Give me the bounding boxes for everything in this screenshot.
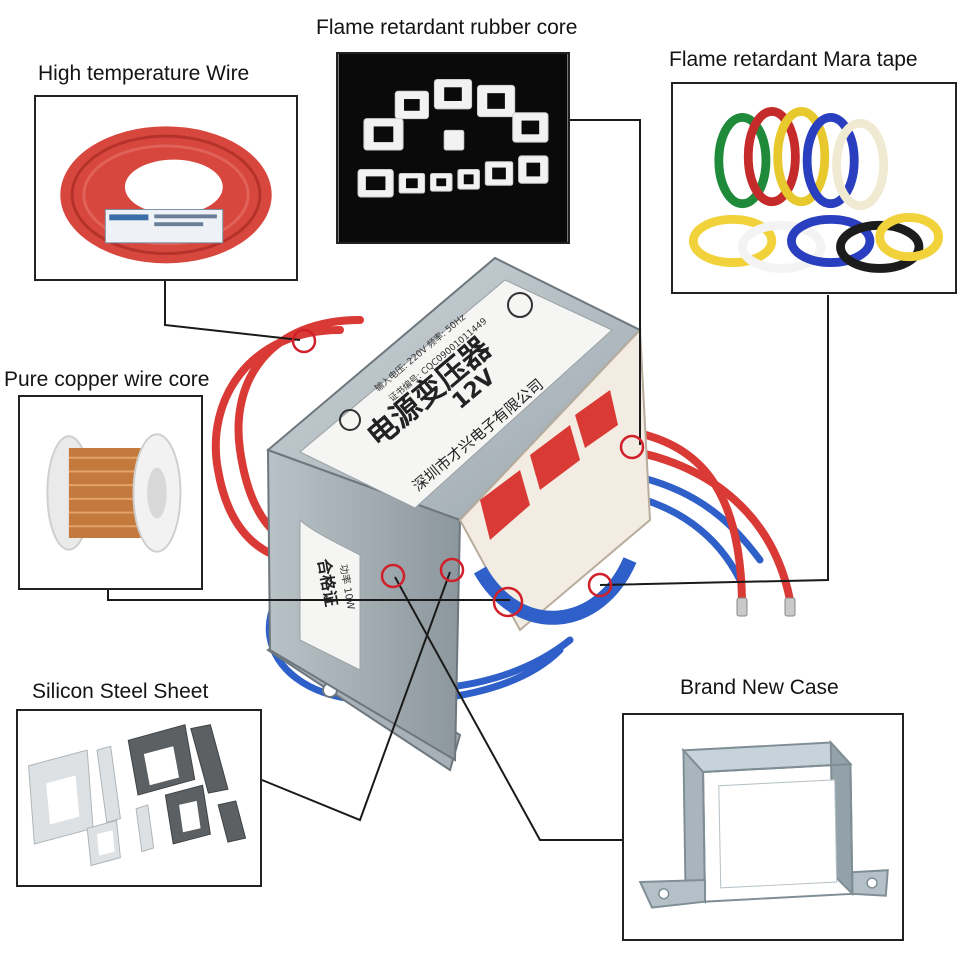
panel-high-temp-wire	[34, 95, 298, 281]
wire-tips	[736, 597, 796, 617]
leader-lines	[107, 119, 829, 841]
rubber-core-image	[338, 54, 568, 242]
panel-case	[622, 713, 904, 941]
panel-copper-core	[18, 395, 203, 590]
label-copper-core: Pure copper wire core	[4, 368, 210, 391]
leader-rubber-core	[570, 119, 641, 445]
bobbin-red-winding	[480, 390, 618, 540]
metal-case-image	[624, 715, 902, 939]
copper-spool-image	[20, 397, 201, 588]
cqc-mark-icon	[507, 292, 533, 318]
silicon-steel-image	[18, 711, 260, 885]
leader-copper-core	[107, 590, 510, 601]
side-label: 合格证 功率 10W	[299, 518, 361, 671]
leader-silicon-steel	[261, 571, 451, 822]
ring-silicon-steel	[439, 557, 465, 583]
ring-copper-core	[492, 586, 524, 618]
label-high-temp-wire: High temperature Wire	[38, 62, 250, 85]
leader-high-temp-wire	[164, 280, 301, 341]
leader-mara-tape	[599, 295, 829, 586]
panel-silicon-steel	[16, 709, 262, 887]
brand-logo-icon	[339, 409, 361, 431]
panel-rubber-core	[336, 52, 570, 244]
leader-case	[394, 576, 622, 841]
wire-coil-image	[36, 97, 296, 279]
mara-tape-image	[673, 84, 955, 292]
ring-mara-tape	[587, 572, 613, 598]
label-case: Brand New Case	[680, 676, 839, 699]
callout-rings	[291, 328, 645, 618]
label-silicon-steel: Silicon Steel Sheet	[32, 680, 209, 703]
panel-mara-tape	[671, 82, 957, 294]
ring-case	[380, 563, 406, 589]
label-rubber-core: Flame retardant rubber core	[316, 16, 578, 39]
ring-high-temp-wire	[291, 328, 317, 354]
label-mara-tape: Flame retardant Mara tape	[669, 48, 918, 71]
ring-rubber-core	[619, 434, 645, 460]
